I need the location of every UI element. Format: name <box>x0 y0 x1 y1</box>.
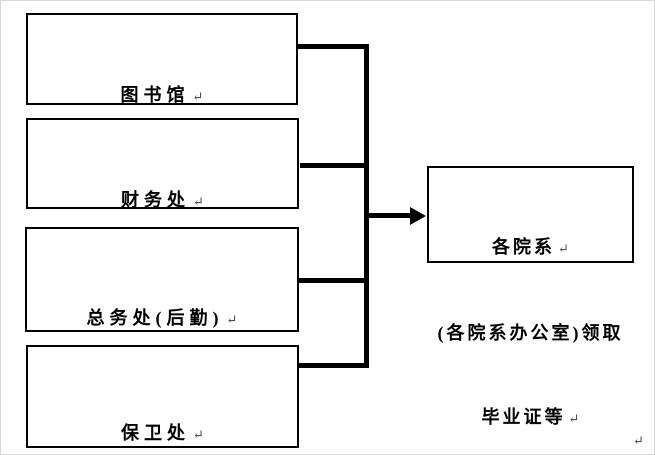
return-mark-icon: ↵ <box>192 89 204 104</box>
return-mark-icon: ↵ <box>568 411 580 426</box>
box-title: 财务处↵ <box>121 190 204 210</box>
dept-box-finance: 财务处↵ 东莞： 格物楼②A209↵ 广州： 办公楼 312↵ <box>26 118 299 386</box>
box-line: 各院系↵ <box>492 237 569 257</box>
return-mark-icon: ↵ <box>193 194 204 209</box>
dest-box-departments: 各院系↵ (各院系办公室)领取 毕业证等↵ <box>427 166 634 427</box>
box-title: 保卫处↵ <box>121 423 204 443</box>
dept-box-library: 图书馆↵ 东莞： 格物楼①第三书库↵ 广 州： 中区图书馆↵ <box>26 13 298 281</box>
box-line: (各院系办公室)领取 <box>437 323 624 343</box>
return-mark-icon: ↵ <box>226 312 238 327</box>
connector-library-line <box>298 44 365 49</box>
connector-finance-line <box>300 163 365 168</box>
connector-general-affairs-line <box>299 278 365 283</box>
connector-trunk-line <box>364 44 369 368</box>
dept-box-security: 保卫处↵ 东莞： 格物楼②A110↵ 广州： 办公楼 105↵ <box>26 345 299 448</box>
box-title: 总务处(后勤)↵ <box>86 308 238 328</box>
return-mark-icon: ↵ <box>193 427 204 442</box>
dept-box-general-affairs: 总务处(后勤)↵ 东莞： 格物楼②A107&A109↵ 广州：教学楼 A 栋一楼… <box>25 227 299 428</box>
flow-arrow-head-icon <box>410 207 426 225</box>
flow-arrow-shaft <box>368 213 412 218</box>
return-mark-icon: ↵ <box>558 241 569 256</box>
box-line: 毕业证等↵ <box>481 407 580 427</box>
connector-security-line <box>299 363 365 368</box>
box-title: 图书馆↵ <box>120 85 204 105</box>
page-return-mark-icon: ↵ <box>633 433 644 448</box>
